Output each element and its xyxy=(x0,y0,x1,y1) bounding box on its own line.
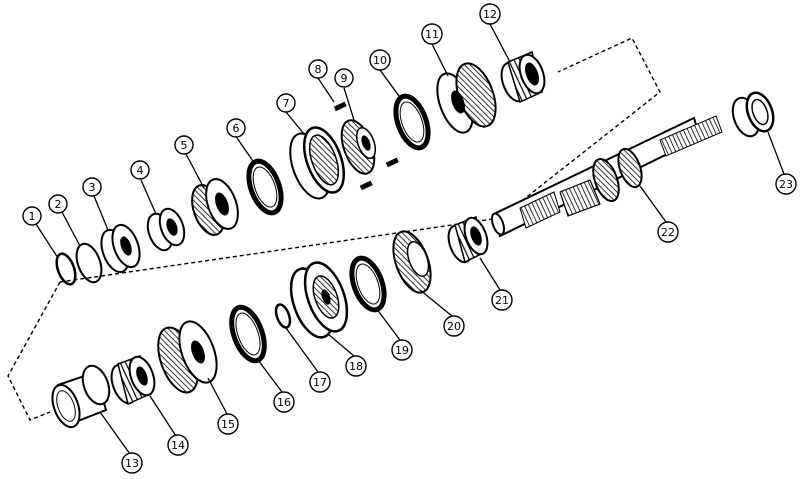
callout-16: 16 xyxy=(273,391,295,413)
callout-6: 6 xyxy=(226,118,246,138)
callout-14: 14 xyxy=(167,434,189,456)
callout-17: 17 xyxy=(309,371,331,393)
svg-text:12: 12 xyxy=(483,8,497,21)
part-22-main-shaft xyxy=(490,115,723,238)
part-20-gear xyxy=(392,230,432,294)
svg-text:15: 15 xyxy=(221,418,235,431)
part-21-needle-bearing xyxy=(447,216,489,264)
part-4-collar xyxy=(146,207,186,252)
part-23-bearing-race xyxy=(731,91,775,138)
callout-15: 15 xyxy=(217,413,239,435)
part-14-needle-bearing xyxy=(110,355,156,406)
svg-text:14: 14 xyxy=(171,439,185,452)
callout-10: 10 xyxy=(369,49,391,71)
callout-13: 13 xyxy=(121,452,143,474)
leader-lines xyxy=(35,23,785,455)
svg-text:11: 11 xyxy=(425,28,439,41)
part-7-sleeve xyxy=(289,126,346,200)
svg-text:17: 17 xyxy=(313,376,327,389)
callout-5: 5 xyxy=(174,135,194,155)
part-11-gear xyxy=(436,62,497,134)
part-9-gear-hub xyxy=(340,119,399,191)
callout-9: 9 xyxy=(334,68,354,88)
svg-text:9: 9 xyxy=(341,72,348,85)
part-10-synchro-ring xyxy=(393,93,431,151)
part-15-gear xyxy=(157,320,218,394)
svg-text:7: 7 xyxy=(283,97,290,110)
callout-3: 3 xyxy=(82,177,102,197)
part-17-snap-ring xyxy=(274,303,292,329)
callout-19: 19 xyxy=(391,339,413,361)
callout-4: 4 xyxy=(130,160,150,180)
part-2-washer xyxy=(75,242,103,284)
part-8-shift-key xyxy=(333,101,347,112)
callout-8: 8 xyxy=(308,59,328,79)
svg-text:13: 13 xyxy=(125,457,139,470)
svg-text:3: 3 xyxy=(89,181,96,194)
part-1-snap-ring xyxy=(55,252,77,286)
svg-text:20: 20 xyxy=(447,320,461,333)
part-13-bushing xyxy=(51,364,111,429)
callout-18: 18 xyxy=(345,355,367,377)
callout-20: 20 xyxy=(443,315,465,337)
part-16-synchro-ring xyxy=(229,304,267,364)
svg-text:6: 6 xyxy=(233,122,240,135)
part-12-needle-bearing xyxy=(500,50,546,104)
part-18-synchro-assembly xyxy=(289,261,349,339)
callout-1: 1 xyxy=(22,206,42,226)
callout-21: 21 xyxy=(491,289,513,311)
svg-text:16: 16 xyxy=(277,396,291,409)
part-5-synchro-hub xyxy=(191,178,239,236)
svg-text:4: 4 xyxy=(137,164,144,177)
dashed-guide-upper xyxy=(499,37,661,219)
callout-22: 22 xyxy=(657,221,679,243)
callout-7: 7 xyxy=(276,93,296,113)
svg-text:23: 23 xyxy=(779,178,793,191)
svg-text:8: 8 xyxy=(315,63,322,76)
callout-11: 11 xyxy=(421,23,443,45)
callout-12: 12 xyxy=(479,3,501,25)
part-19-synchro-ring xyxy=(349,255,387,313)
svg-text:5: 5 xyxy=(181,139,188,152)
svg-text:18: 18 xyxy=(349,360,363,373)
callout-23: 23 xyxy=(775,173,797,195)
svg-text:10: 10 xyxy=(373,54,387,67)
svg-text:1: 1 xyxy=(29,210,36,223)
svg-text:22: 22 xyxy=(661,226,675,239)
callouts: 1 2 3 4 5 6 7 8 9 10 11 12 13 14 15 16 1… xyxy=(22,3,797,474)
callout-2: 2 xyxy=(48,194,68,214)
part-3-bearing xyxy=(100,223,141,274)
svg-text:21: 21 xyxy=(495,294,509,307)
svg-text:19: 19 xyxy=(395,344,409,357)
part-6-synchro-ring xyxy=(246,158,284,216)
svg-text:2: 2 xyxy=(55,198,62,211)
